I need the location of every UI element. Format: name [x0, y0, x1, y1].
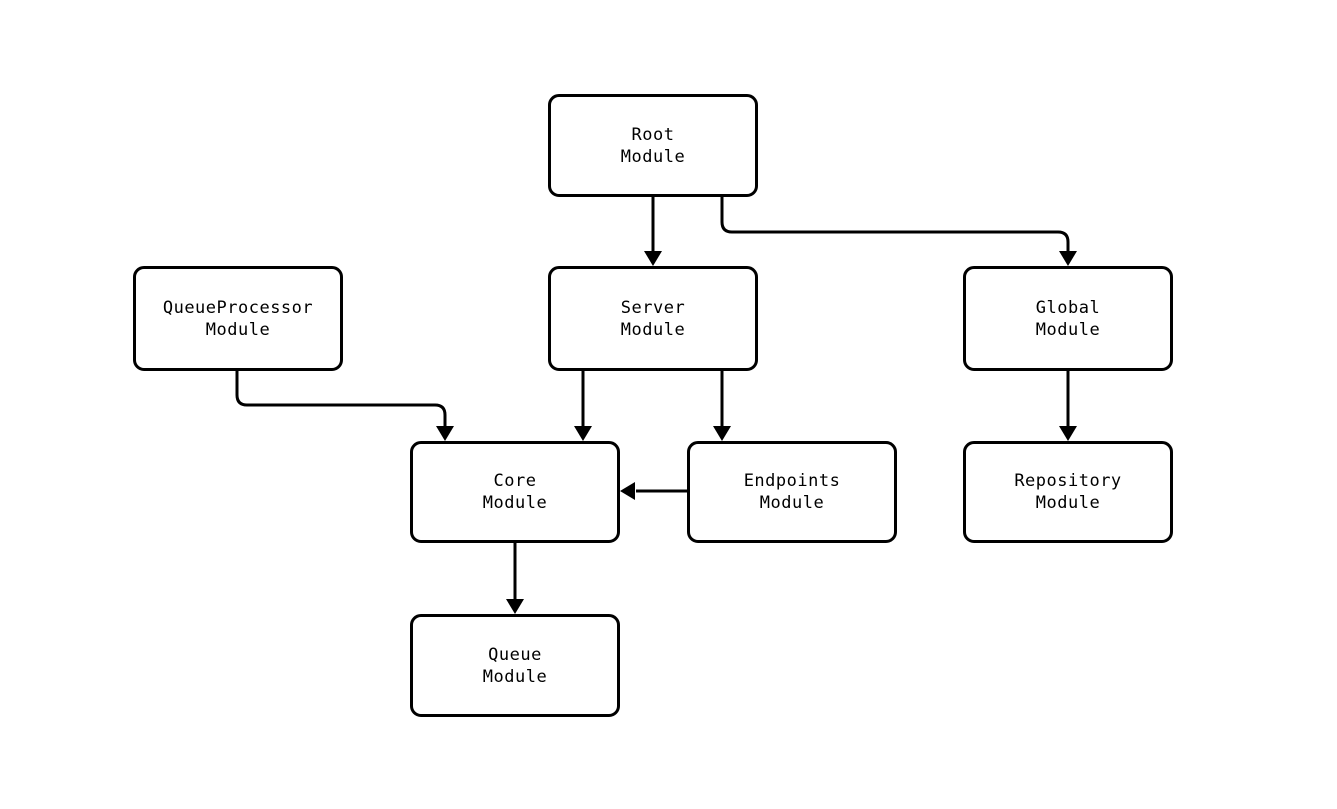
node-global[interactable]: Global Module: [963, 266, 1173, 371]
arrowhead-global-repository: [1059, 426, 1077, 441]
arrowhead-root-global: [1059, 251, 1077, 266]
node-label-queueprocessor: QueueProcessor Module: [162, 297, 314, 340]
arrowhead-endpoints-core: [620, 482, 635, 500]
node-label-repository: Repository Module: [1014, 471, 1122, 513]
node-core[interactable]: Core Module: [410, 441, 620, 543]
node-repository[interactable]: Repository Module: [963, 441, 1173, 543]
arrowhead-root-server: [644, 251, 662, 266]
node-label-queue: Queue Module: [482, 644, 548, 687]
arrowhead-core-queue: [506, 599, 524, 614]
node-label-root: Root Module: [620, 124, 686, 167]
node-queueprocessor[interactable]: QueueProcessor Module: [133, 266, 343, 371]
node-endpoints[interactable]: Endpoints Module: [687, 441, 897, 543]
node-server[interactable]: Server Module: [548, 266, 758, 371]
node-root[interactable]: Root Module: [548, 94, 758, 197]
node-label-server: Server Module: [620, 297, 686, 340]
arrowhead-server-core: [574, 426, 592, 441]
node-label-endpoints: Endpoints Module: [743, 471, 841, 513]
arrowhead-queueprocessor-core: [436, 426, 454, 441]
node-label-core: Core Module: [482, 471, 548, 513]
edge-root-global: [720, 197, 1070, 252]
node-queue[interactable]: Queue Module: [410, 614, 620, 717]
arrowhead-server-endpoints: [713, 426, 731, 441]
node-label-global: Global Module: [1035, 297, 1101, 340]
edge-queueprocessor-core: [235, 371, 447, 427]
